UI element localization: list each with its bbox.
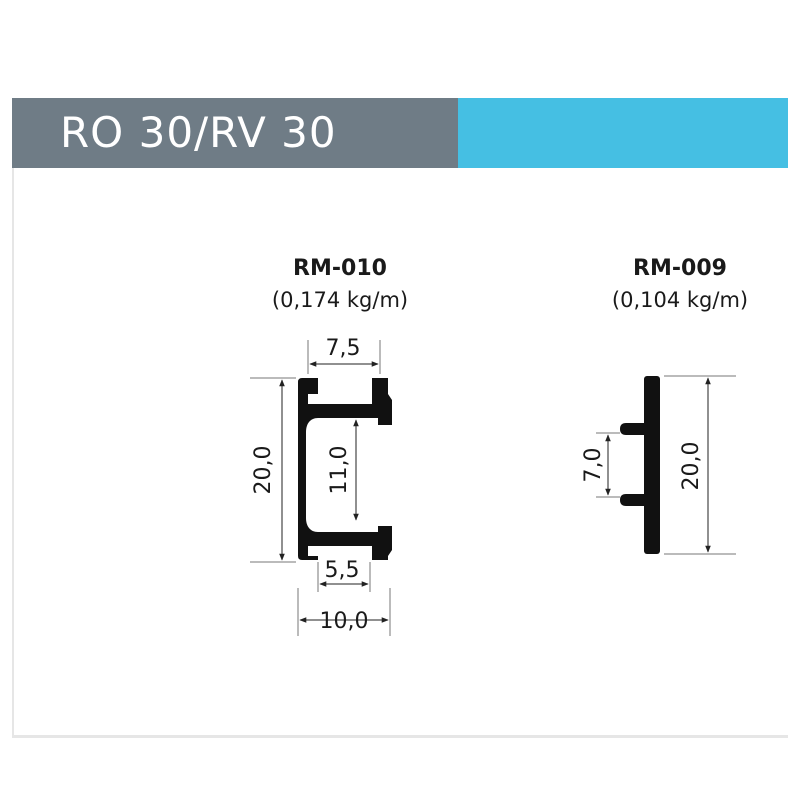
profile-weight-rm009: (0,104 kg/m) [611, 288, 749, 312]
profile-weight-rm010: (0,174 kg/m) [271, 288, 409, 312]
rm009-height-label: 20,0 [679, 442, 704, 491]
rm010-dim-height [250, 377, 296, 563]
rm010-profile-shape [298, 378, 392, 560]
rm009-spacing-label: 7,0 [581, 448, 606, 483]
header-gray-band: RO 30/RV 30 [12, 98, 458, 168]
rm010-dim-overall-width [297, 588, 391, 636]
rm010-top-width-label: 7,5 [326, 336, 361, 361]
page-title: RO 30/RV 30 [60, 108, 337, 157]
rm010-inner-height-label: 11,0 [327, 446, 352, 495]
diagram-frame [12, 98, 788, 738]
header-bar: RO 30/RV 30 [12, 98, 788, 168]
rm010-overall-width-label: 10,0 [320, 609, 369, 634]
rm010-height-label: 20,0 [251, 446, 276, 495]
rm009-dim-height [664, 375, 736, 555]
rm010-dim-top-width [307, 340, 381, 374]
profile-code-rm009: RM-009 [633, 256, 727, 281]
rm009-dim-spacing [596, 432, 620, 498]
header-blue-band [458, 98, 788, 168]
rm009-profile-shape [620, 376, 660, 554]
profile-code-rm010: RM-010 [293, 256, 387, 281]
rm010-bottom-inner-width-label: 5,5 [325, 558, 360, 583]
rm010-dim-bottom-inner-width [317, 562, 371, 592]
